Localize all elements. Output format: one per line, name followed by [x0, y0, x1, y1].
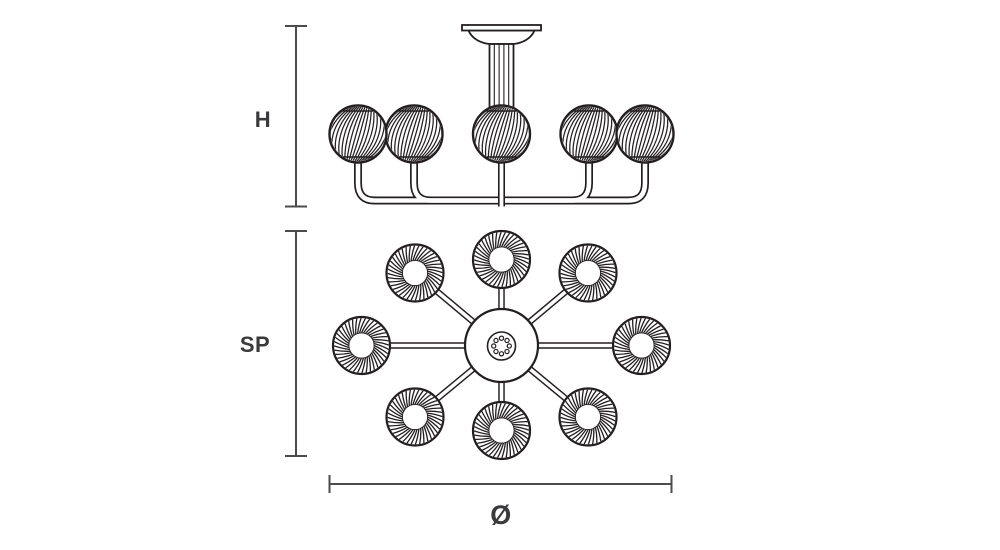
plan-globe-3: [611, 315, 672, 376]
dimension-span: SP: [240, 230, 307, 457]
dimension-height-label: H: [255, 107, 271, 132]
dimension-diameter-label: Ø: [490, 500, 512, 530]
plan-globe-4: [558, 387, 618, 447]
side-globe-1: [328, 104, 388, 164]
ceiling-plate: [461, 24, 542, 32]
side-globe-3: [471, 104, 532, 164]
hub-hole: [504, 348, 510, 355]
plan-globe-1: [471, 229, 532, 290]
plan-globe-2: [558, 243, 618, 303]
center-hub: [463, 307, 540, 384]
dimension-span-label: SP: [240, 332, 270, 357]
dimension-diameter: Ø: [328, 475, 673, 530]
hub-hole: [504, 337, 510, 344]
dimension-height: H: [255, 25, 307, 208]
hub-hole: [498, 335, 505, 341]
side-globe-5: [615, 104, 675, 164]
hub-hole: [498, 351, 505, 357]
hub-hole: [493, 337, 499, 344]
plan-globe-8: [385, 243, 445, 303]
top-plan-view: [331, 229, 672, 461]
hub-hole: [491, 343, 497, 349]
hub-hole: [493, 348, 499, 355]
center-stem: [488, 43, 515, 111]
hub-hole: [506, 343, 512, 349]
plan-globe-5: [471, 400, 532, 461]
side-arms: [354, 150, 649, 205]
side-globe-4: [559, 104, 619, 164]
plan-globe-7: [331, 315, 392, 376]
side-elevation-view: [328, 24, 675, 207]
side-globe-2: [384, 104, 444, 164]
plan-globe-6: [385, 387, 445, 447]
ceiling-canopy: [461, 24, 542, 45]
